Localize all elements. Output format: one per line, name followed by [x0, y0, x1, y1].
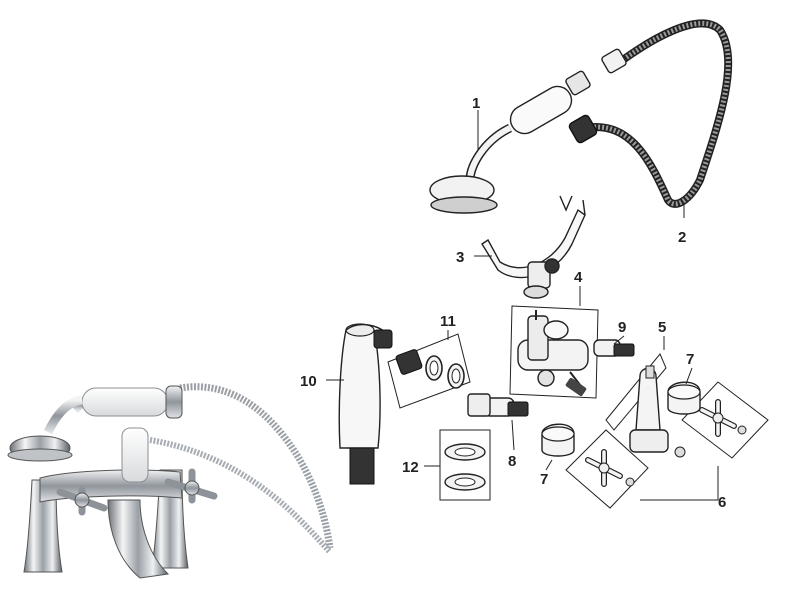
part-10-pillar	[338, 323, 393, 485]
part-5-body	[605, 353, 686, 458]
callout-4: 4	[574, 269, 583, 286]
callout-1: 1	[472, 95, 480, 112]
part-3-cradle	[481, 195, 586, 299]
photo-left-cross-head	[56, 486, 108, 516]
callout-11: 11	[440, 313, 456, 330]
callout-12: 12	[402, 459, 419, 476]
photo-spout	[107, 499, 170, 579]
part-11-washers	[387, 333, 471, 409]
callout-labels: 1 2 3 4 5 6 7 7 8 9 10 11 12	[300, 95, 726, 511]
part-7-shroud-right	[667, 381, 701, 415]
callout-2: 2	[678, 229, 686, 246]
photo-right-cross-head	[164, 468, 218, 504]
part-2-hose	[568, 19, 733, 208]
assembled-tap-photo	[7, 383, 334, 579]
callout-5: 5	[658, 319, 666, 336]
callout-3: 3	[456, 249, 464, 266]
callout-8: 8	[508, 453, 516, 470]
callout-10: 10	[300, 373, 317, 390]
leader-lines	[326, 110, 719, 501]
photo-diverter	[121, 427, 149, 483]
part-4-diverter-body	[509, 305, 599, 399]
photo-hose	[179, 383, 334, 549]
part-8-valve	[467, 393, 529, 417]
part-1-handset	[429, 70, 591, 214]
part-9-valve	[593, 339, 635, 357]
part-6-cross-heads	[565, 381, 769, 509]
callout-9: 9	[618, 319, 626, 336]
part-7-shroud-left	[541, 423, 575, 457]
callout-6: 6	[718, 494, 726, 511]
photo-handset-handle	[81, 387, 169, 417]
part-12-washers	[439, 429, 491, 501]
photo-left-pillar	[23, 479, 63, 573]
callout-7-right: 7	[686, 351, 694, 368]
callout-7-left: 7	[540, 471, 548, 488]
